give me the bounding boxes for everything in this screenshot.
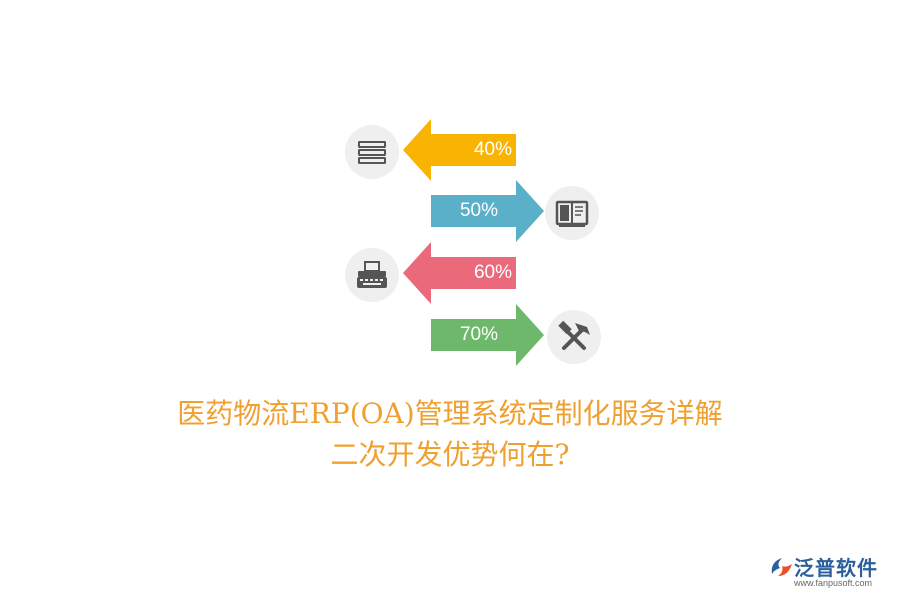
open-book-icon bbox=[555, 200, 589, 227]
arrow-40: 40% bbox=[403, 119, 578, 181]
arrow-70-shape bbox=[431, 304, 544, 366]
arrow-50-polygon bbox=[431, 180, 544, 242]
logo-url: www.fanpusoft.com bbox=[794, 578, 873, 588]
title-line-2: 二次开发优势何在? bbox=[330, 438, 570, 471]
open-book-icon-circle bbox=[545, 186, 599, 240]
logo-mark-icon bbox=[771, 558, 792, 576]
arrow-50-shape bbox=[431, 180, 544, 242]
arrow-40-shape bbox=[403, 119, 516, 181]
books-icon-circle bbox=[345, 125, 399, 179]
arrow-70-label: 70% bbox=[459, 324, 499, 345]
arrow-60-shape bbox=[403, 242, 516, 304]
arrow-70: 70% bbox=[431, 304, 606, 366]
hammer-pick-icon-circle bbox=[547, 310, 601, 364]
title-line-1: 医药物流ERP(OA)管理系统定制化服务详解 bbox=[177, 397, 723, 430]
arrow-60-polygon bbox=[403, 242, 516, 304]
arrow-40-label: 40% bbox=[473, 139, 513, 160]
typewriter-icon bbox=[357, 261, 387, 288]
arrow-50-label: 50% bbox=[459, 200, 499, 221]
logo-name: 泛普软件 bbox=[794, 556, 878, 580]
books-icon bbox=[358, 141, 386, 164]
hammer-pick-icon bbox=[558, 320, 590, 350]
arrow-60-label: 60% bbox=[473, 262, 513, 283]
fanpu-logo: 泛普软件 www.fanpusoft.com bbox=[768, 552, 893, 592]
arrow-50: 50% bbox=[431, 180, 606, 242]
typewriter-icon-circle bbox=[345, 248, 399, 302]
arrow-60: 60% bbox=[403, 242, 578, 304]
arrow-40-polygon bbox=[403, 119, 516, 181]
arrow-70-polygon bbox=[431, 304, 544, 366]
